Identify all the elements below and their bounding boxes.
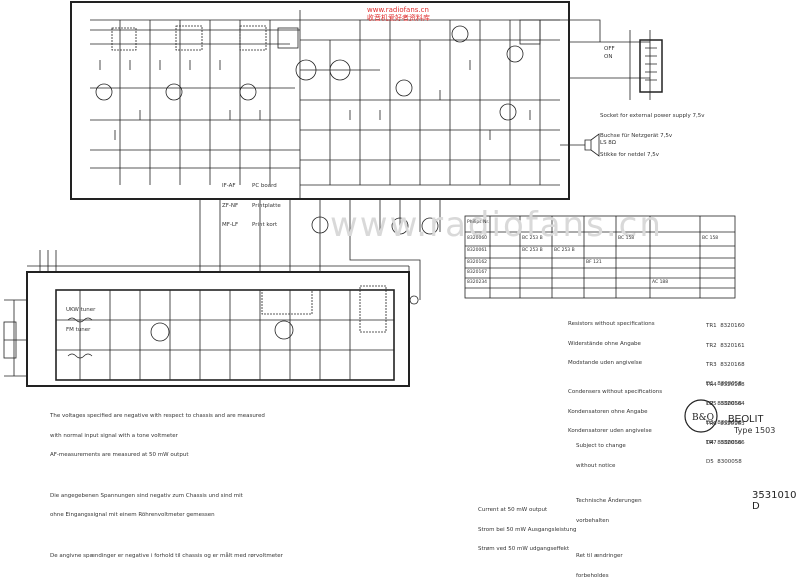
board-label-2: ZF-NF — [222, 202, 239, 209]
voltage-line-3: AF-measurements are measured at 50 mW ou… — [50, 452, 189, 458]
socket-line-3: Stikke for netdel 7,5v — [600, 152, 659, 158]
table-header-label: Philips Nr. — [467, 220, 490, 225]
tr-row-1: TR1 8320160 — [706, 323, 745, 329]
condensers-note: Condensers without specifications Konden… — [568, 376, 662, 441]
voltage-line-6: De angivne spændinger er negative i forh… — [50, 552, 283, 559]
subject-line-3: Technische Änderungen — [576, 498, 642, 504]
switch-on-label: ON — [604, 54, 613, 60]
speaker-label: LS 8Ω — [600, 140, 617, 146]
condensers-line-3: Kondensatorer uden angivelse — [568, 428, 652, 434]
tr-parts-list: TR1 8320160 TR2 8320161 TR3 8320168 TR4 … — [706, 310, 745, 453]
subject-note: Subject to change without notice Technis… — [576, 430, 642, 586]
document-number: 3531010 D — [752, 490, 797, 512]
d-row-4: D4 8300058 — [706, 439, 742, 446]
subject-line-2: without notice — [576, 462, 616, 469]
d-row-3: D3 8300058 — [706, 420, 742, 426]
condensers-line-1: Condensers without specifications — [568, 389, 663, 395]
schematic-wiring: B&O — [3, 1, 736, 433]
table-row-5-ts5: AC 188 — [652, 280, 669, 285]
table-row-2-ts2: BC 253 B — [522, 248, 543, 253]
table-row-1-code: 8320060 — [467, 236, 488, 241]
watermark-text: www.radiofans.cn — [330, 205, 663, 245]
board-code-2: Printplatte — [252, 202, 281, 209]
table-row-4-code: 8320167 — [467, 270, 488, 275]
d-row-5: D5 8300058 — [706, 459, 742, 465]
table-row-1-ts5: BC 158 — [618, 236, 635, 241]
board-code-1: PC board — [252, 183, 277, 189]
current-note: Current at 50 mW output Strom bei 50 mW … — [478, 494, 576, 559]
table-row-2-code: 8320061 — [467, 248, 488, 253]
header-chinese: www.radiofans.cn 收音机爱好者资料库 — [367, 6, 430, 22]
current-line-2: Strom bei 50 mW Ausgangsleistung — [478, 526, 577, 533]
fm-tuner-line-2: FM tuner — [66, 326, 91, 333]
voltage-notes: The voltages specified are negative with… — [50, 400, 283, 566]
resistors-note: Resistors without specifications Widerst… — [568, 308, 655, 373]
table-row-5-code: 8320234 — [467, 280, 488, 285]
socket-line-2: Buchse für Netzgerät 7,5v — [600, 132, 673, 139]
socket-line-1: Socket for external power supply 7,5v — [600, 113, 705, 119]
tr-row-7: TR7 8320166 — [706, 440, 745, 446]
schematic-sheet: B&O www.radiofans.cn www.radiofans.cn 收音… — [3, 1, 797, 579]
model-type: Type 1503 — [734, 426, 776, 435]
subject-line-1: Subject to change — [576, 443, 626, 449]
fm-tuner-inner-frame — [55, 289, 395, 381]
resistors-line-2: Widerstände ohne Angabe — [568, 340, 641, 347]
socket-note: Socket for external power supply 7,5v Bu… — [600, 100, 704, 165]
board-labels: IF-AF ZF-NF MF-LF — [222, 170, 238, 235]
current-line-1: Current at 50 mW output — [478, 507, 548, 513]
table-row-1-ts6: BC 158 — [702, 236, 719, 241]
fm-tuner-label: UKW tuner FM tuner — [66, 294, 95, 340]
resistors-line-1: Resistors without specifications — [568, 321, 655, 327]
voltage-line-4: Die angegebenen Spannungen sind negativ … — [50, 492, 243, 499]
model-name: BEOLIT — [728, 414, 764, 425]
tr-row-5: TR5 8320164 — [706, 401, 745, 407]
header-line-2: 收音机爱好者资料库 — [367, 14, 430, 22]
header-line-1: www.radiofans.cn — [367, 6, 429, 14]
d-row-2: D2 8300058 — [706, 400, 742, 407]
switch-off-label: OFF — [604, 46, 615, 52]
table-row-3-code: 8320162 — [467, 260, 488, 265]
resistors-line-3: Modstande uden angivelse — [568, 360, 642, 366]
tr-row-6: TR6 8320163 — [706, 420, 745, 427]
diode-parts-list: D1 8300058 D2 8300058 D3 8300058 D4 8300… — [706, 368, 742, 472]
fm-tuner-frame — [26, 271, 410, 387]
board-label-1: IF-AF — [222, 183, 236, 189]
tr-row-3: TR3 8320168 — [706, 362, 745, 368]
tr-row-4: TR4 8320188 — [706, 381, 745, 388]
voltage-line-2: with normal input signal with a tone vol… — [50, 432, 178, 439]
d-row-1: D1 8300058 — [706, 381, 742, 387]
table-row-1-ts2: BC 253 B — [522, 236, 543, 241]
subject-line-5: Ret til ændringer — [576, 553, 623, 559]
tr-row-2: TR2 8320161 — [706, 342, 745, 349]
upper-board-frame — [70, 1, 570, 200]
board-codes: PC board Printplatte Print kort — [252, 170, 281, 235]
table-row-2-ts3: BC 253 B — [554, 248, 575, 253]
subject-line-4: vorbehalten — [576, 517, 610, 524]
subject-line-6: forbeholdes — [576, 572, 609, 579]
condensers-line-2: Kondensatoren ohne Angabe — [568, 408, 648, 415]
board-code-3: Print kort — [252, 222, 278, 228]
fm-tuner-line-1: UKW tuner — [66, 307, 96, 313]
current-line-3: Strøm ved 50 mW udgangseffekt — [478, 546, 570, 552]
voltage-line-5: ohne Eingangssignal mit einem Röhrenvolt… — [50, 512, 215, 518]
logo-text: B&O — [692, 413, 714, 423]
voltage-line-1: The voltages specified are negative with… — [50, 413, 265, 419]
table-row-3-ts4: BF 121 — [586, 260, 602, 265]
board-label-3: MF-LF — [222, 222, 239, 228]
